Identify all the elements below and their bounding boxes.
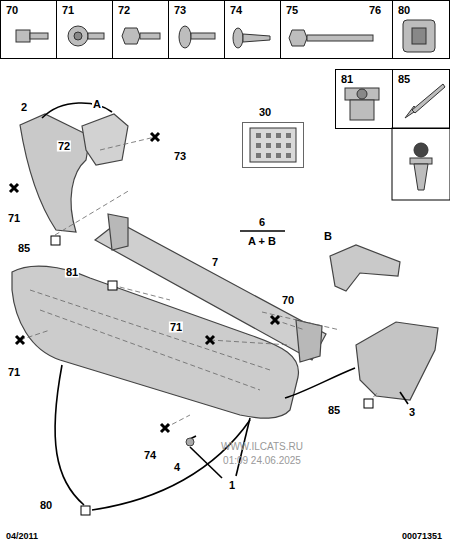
- part-box: 30: [242, 122, 304, 168]
- callout-number: 75: [286, 5, 298, 16]
- callout-number: A: [92, 99, 102, 110]
- callout-number: 81: [65, 267, 79, 278]
- callout-number: 4: [173, 462, 181, 473]
- callout-number: 71: [169, 322, 183, 333]
- callout-number: 76: [369, 5, 381, 16]
- callout-number: 70: [6, 5, 18, 16]
- hardware-cell: 73: [168, 0, 225, 59]
- callout-number: 73: [173, 151, 187, 162]
- callout-number: 2: [20, 102, 28, 113]
- footer-code: 04/2011: [5, 532, 39, 541]
- callout-number: 70: [281, 295, 295, 306]
- callout-number: 80: [39, 500, 53, 511]
- callout-number: 71: [7, 367, 21, 378]
- callout-number: 85: [327, 405, 341, 416]
- hardware-cell: 72: [112, 0, 169, 59]
- callout-number: 71: [62, 5, 74, 16]
- hardware-cell: 80: [392, 0, 450, 59]
- callout-number: 74: [230, 5, 242, 16]
- callout-number: B: [323, 231, 333, 242]
- callout-number: 1: [228, 480, 236, 491]
- assembly-note: A + B: [247, 236, 277, 247]
- callout-number: 7: [211, 257, 219, 268]
- callout-number: 3: [408, 407, 416, 418]
- hardware-cell: 74: [224, 0, 281, 59]
- callout-number: 30: [259, 107, 271, 118]
- callout-number: 81: [341, 74, 353, 85]
- hardware-cell: 70: [0, 0, 57, 59]
- callout-number: 72: [118, 5, 130, 16]
- assembly-note: 6: [258, 217, 266, 228]
- hardware-cell: 71: [56, 0, 113, 59]
- hardware-cell: 75 76: [280, 0, 393, 59]
- hardware-cell: 81: [335, 69, 393, 129]
- footer-code: 00071351: [401, 532, 443, 541]
- callout-number: 85: [398, 74, 410, 85]
- callout-number: 80: [398, 5, 410, 16]
- callout-number: 71: [7, 213, 21, 224]
- callout-number: 85: [17, 243, 31, 254]
- callout-number: 72: [57, 141, 71, 152]
- callout-number: 73: [174, 5, 186, 16]
- callout-number: 74: [143, 450, 157, 461]
- watermark: WWW.ILCATS.RU: [220, 442, 304, 452]
- hardware-cell: 85: [392, 69, 450, 129]
- watermark: 01:09 24.06.2025: [222, 456, 302, 466]
